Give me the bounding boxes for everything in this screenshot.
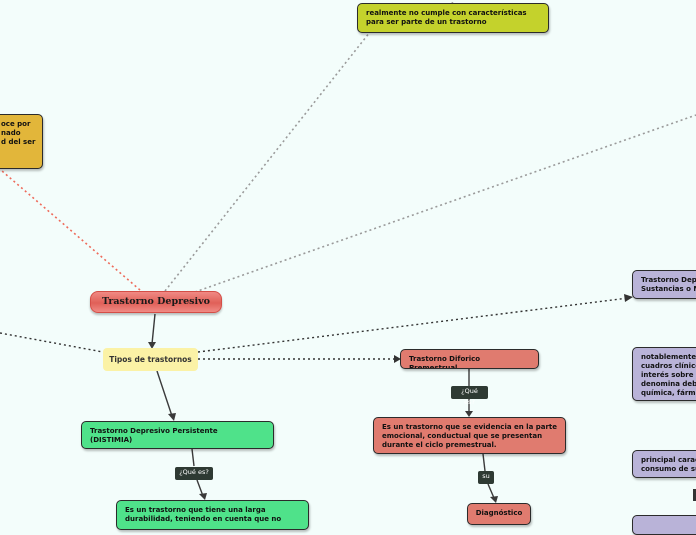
arrowhead-tdpm-desc — [465, 411, 473, 417]
connector-su-diag — [487, 483, 495, 499]
tdpm-description-node[interactable]: Es un trastorno que se evidencia en la p… — [373, 417, 566, 454]
connector-central-top-note — [164, 31, 371, 292]
diagnostico-node[interactable]: Diagnóstico — [467, 503, 531, 525]
arrowhead-tdpm — [394, 355, 401, 363]
tdp-description-node[interactable]: Es un trastorno que tiene una larga dura… — [116, 500, 309, 530]
notablemente-node[interactable]: notablemente cuadros clínico interés sob… — [632, 347, 696, 401]
que-es-label-2: ¿Qué es? — [451, 386, 488, 406]
top-note-node[interactable]: realmente no cumple con características … — [357, 3, 549, 33]
connector-central-tipos — [151, 313, 156, 345]
principal-caracteristica-node[interactable]: principal carac consumo de su — [632, 450, 696, 478]
arrowhead-tipos — [148, 342, 156, 349]
connector-tipos-sust — [197, 297, 629, 353]
connector-tipos-tdp — [156, 370, 173, 417]
arrowhead-tdp — [168, 413, 176, 421]
arrowhead-diag — [490, 496, 498, 503]
connector-left-tipos — [0, 332, 104, 353]
central-topic-trastorno-depresivo[interactable]: Trastorno Depresivo — [90, 291, 222, 313]
trastorno-sustancias-node[interactable]: Trastorno Depr Sustancias o M — [632, 270, 696, 299]
tdp-node[interactable]: Trastorno Depresivo Persistente (DISTIMI… — [81, 421, 274, 449]
left-gold-note-node[interactable]: oce por nado d del ser — [0, 114, 43, 169]
su-label: su — [478, 471, 494, 484]
connector-central-left-note — [1, 170, 141, 291]
connector-desc-su — [482, 453, 486, 472]
connector-label-tdp-desc — [196, 479, 204, 497]
arrowhead-tdp-desc — [199, 493, 207, 500]
arrowhead-sust — [624, 294, 633, 302]
connector-top-note-up — [451, 0, 455, 5]
connector-layer — [0, 0, 696, 503]
que-es-label-1: ¿Qué es? — [175, 467, 213, 480]
lavender-node-bottom[interactable] — [632, 515, 696, 535]
small-marker — [693, 489, 696, 501]
tipos-de-trastornos-node[interactable]: Tipos de trastornos — [103, 348, 198, 371]
tdpm-node[interactable]: Trastorno Diforico Premestrual — [400, 349, 539, 369]
connector-tdp-label — [191, 448, 195, 467]
connector-central-right — [194, 114, 696, 293]
